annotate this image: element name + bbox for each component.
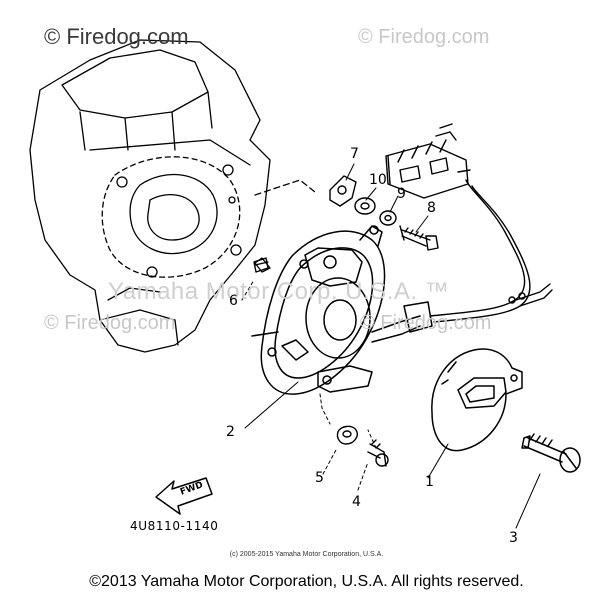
- pickup-coil: [431, 348, 523, 452]
- callout-8: 8: [427, 200, 436, 216]
- dowel-pin-6: [253, 257, 269, 273]
- watermark-center: Yamaha Motor Corp. U.S.A. ™: [108, 278, 450, 305]
- stator-assembly: [251, 225, 433, 395]
- callout-3: 3: [509, 530, 518, 546]
- wire-harness: [385, 123, 553, 323]
- callout-5: 5: [315, 470, 324, 486]
- callout-2: 2: [226, 424, 235, 440]
- watermark-top-right: © Firedog.com: [358, 26, 490, 48]
- fwd-arrow: [155, 477, 213, 515]
- callout-4: 4: [352, 494, 361, 510]
- figure-code: 4U8110-1140: [130, 519, 219, 533]
- callout-9: 9: [397, 186, 406, 202]
- callout-10: 10: [369, 172, 387, 188]
- screw-4-washer-5: [336, 425, 389, 467]
- callout-7: 7: [350, 146, 359, 162]
- crankcase-outline: [29, 39, 316, 353]
- small-hardware-top: [329, 175, 439, 251]
- watermark-mid-right: © Firedog.com: [360, 312, 492, 334]
- bolt-3: [521, 433, 581, 473]
- leader-lines: [241, 163, 541, 529]
- small-copyright: (c) 2005-2015 Yamaha Motor Corporation, …: [229, 551, 384, 558]
- watermark-mid-left: © Firedog.com: [44, 312, 176, 334]
- callout-6: 6: [229, 293, 238, 309]
- watermark-top-left: © Firedog.com: [44, 24, 189, 49]
- callout-1: 1: [425, 474, 434, 490]
- footer-copyright: ©2013 Yamaha Motor Corporation, U.S.A. A…: [89, 573, 524, 590]
